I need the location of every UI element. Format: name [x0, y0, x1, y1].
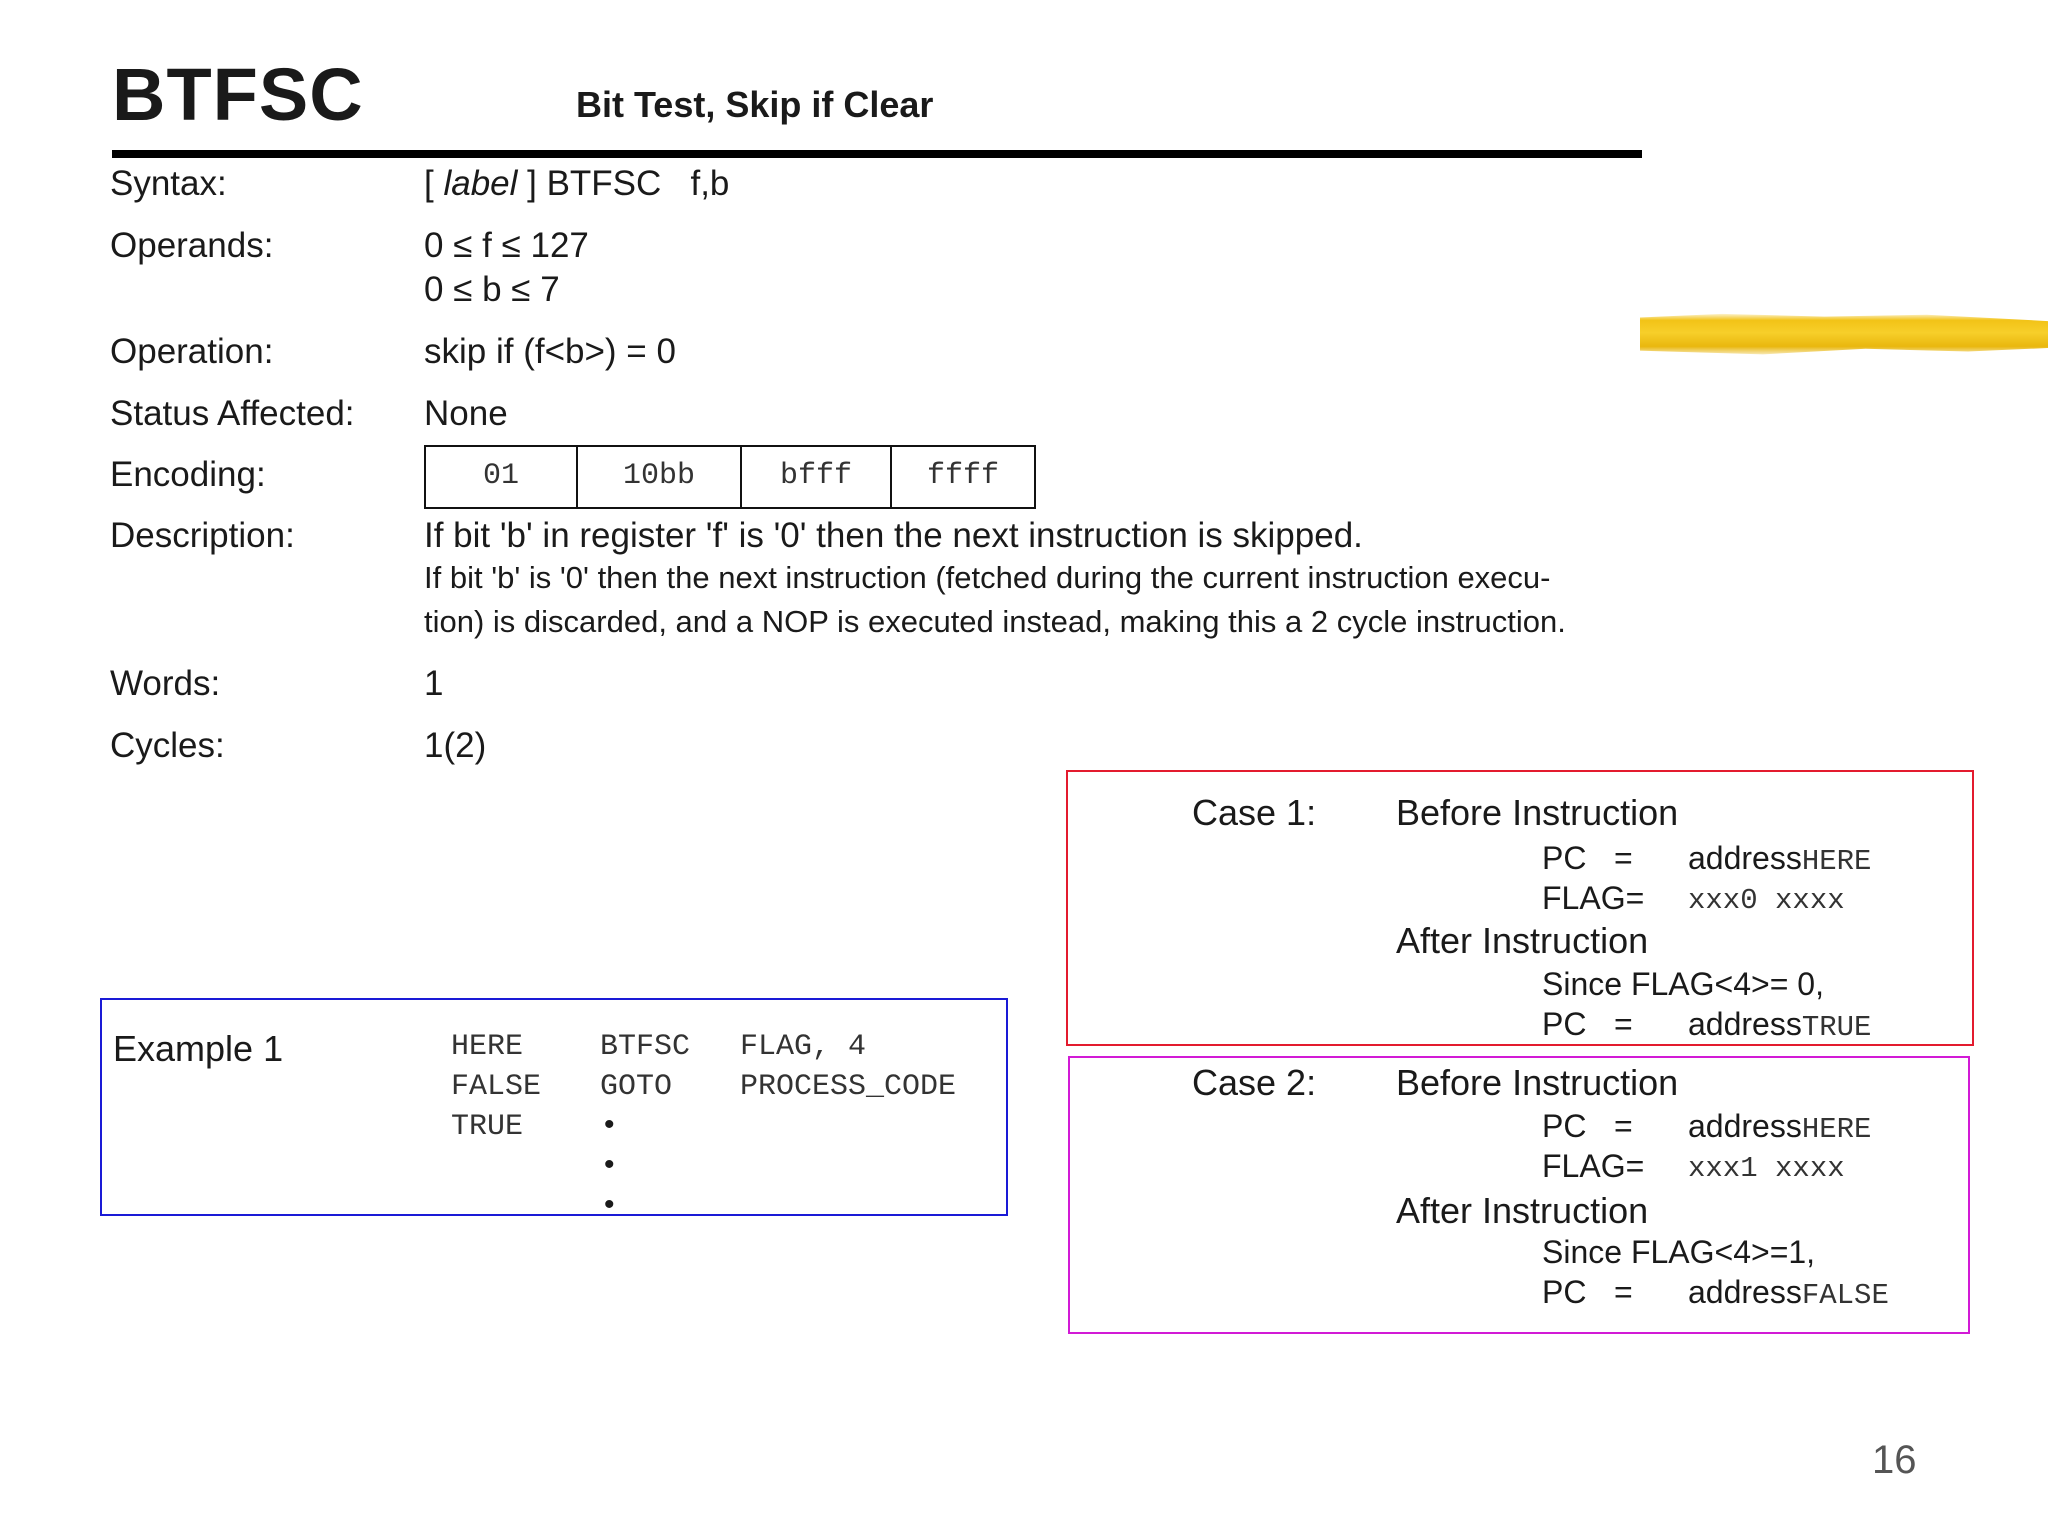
address-prefix: address: [1688, 1274, 1802, 1310]
operation-label: Operation:: [110, 332, 274, 371]
case-2-pc-after: addressFALSE: [1688, 1274, 1889, 1312]
encoding-cell: 01: [426, 447, 578, 507]
case-2-after: After Instruction: [1396, 1190, 1649, 1231]
case-2-since: Since FLAG<4>=1,: [1542, 1234, 1816, 1270]
code-operands: FLAG, 4: [740, 1030, 867, 1064]
words-value: 1: [424, 664, 444, 703]
page-number: 16: [1872, 1438, 1917, 1482]
encoding-table: 01 10bb bfff ffff: [424, 445, 1036, 509]
ellipsis-bullet: •: [604, 1148, 615, 1181]
case-1-pc-eq: =: [1614, 840, 1633, 876]
ellipsis-bullet: •: [604, 1108, 615, 1141]
cycles-label: Cycles:: [110, 726, 225, 765]
address-label: TRUE: [1801, 1011, 1872, 1044]
address-label: HERE: [1801, 1113, 1872, 1146]
ellipsis-bullet: •: [604, 1188, 615, 1221]
status-label: Status Affected:: [110, 394, 355, 433]
operand-f: 0 ≤ f ≤ 127: [424, 226, 589, 265]
case-1-box: [1066, 770, 1974, 1046]
description-line-3: tion) is discarded, and a NOP is execute…: [424, 604, 1566, 639]
case-2-pc-eq-after: =: [1614, 1274, 1633, 1310]
description-line-2: If bit 'b' is '0' then the next instruct…: [424, 560, 1551, 595]
code-opcode: GOTO: [600, 1070, 673, 1104]
case-2-flag-value: xxx1 xxxx: [1688, 1152, 1845, 1185]
case-1-pc-after: addressTRUE: [1688, 1006, 1871, 1044]
syntax-value: [ label ] BTFSC f,b: [424, 164, 729, 204]
encoding-label: Encoding:: [110, 455, 266, 494]
words-label: Words:: [110, 664, 221, 703]
syntax-open: [: [424, 164, 444, 203]
case-1-before: Before Instruction: [1396, 792, 1679, 833]
code-label: FALSE: [451, 1070, 542, 1104]
case-1-after: After Instruction: [1396, 920, 1649, 961]
address-prefix: address: [1688, 840, 1802, 876]
case-2-pc-label-after: PC: [1542, 1274, 1587, 1310]
operand-b: 0 ≤ b ≤ 7: [424, 270, 560, 309]
case-2-pc-label: PC: [1542, 1108, 1587, 1144]
address-prefix: address: [1688, 1108, 1802, 1144]
operation-value: skip if (f<b>) = 0: [424, 332, 676, 371]
case-1-pc-before: addressHERE: [1688, 840, 1871, 878]
syntax-label-word: label: [443, 164, 518, 203]
case-2-before: Before Instruction: [1396, 1062, 1679, 1103]
case-1-pc-label-after: PC: [1542, 1006, 1587, 1042]
highlighter-stroke: [1640, 313, 2048, 355]
code-opcode: BTFSC: [600, 1030, 691, 1064]
encoding-cell: bfff: [742, 447, 892, 507]
case-2-box: [1068, 1056, 1970, 1334]
case-1-pc-eq-after: =: [1614, 1006, 1633, 1042]
address-label: HERE: [1801, 845, 1872, 878]
encoding-cell: ffff: [926, 459, 999, 493]
address-label: FALSE: [1801, 1279, 1889, 1312]
instruction-description: Bit Test, Skip if Clear: [576, 84, 934, 125]
title-divider: [112, 150, 1642, 158]
case-2-flag-label: FLAG=: [1542, 1148, 1645, 1184]
description-main: If bit 'b' in register 'f' is '0' then t…: [424, 516, 1363, 555]
cycles-value: 1(2): [424, 726, 487, 765]
code-operands: PROCESS_CODE: [740, 1070, 957, 1104]
instruction-mnemonic: BTFSC: [112, 53, 364, 136]
syntax-label: Syntax:: [110, 164, 227, 203]
case-2-pc-eq: =: [1614, 1108, 1633, 1144]
encoding-cell: 10bb: [578, 447, 742, 507]
syntax-rest: ] BTFSC f,b: [517, 164, 730, 203]
address-prefix: address: [1688, 1006, 1802, 1042]
case-1-flag-label: FLAG=: [1542, 880, 1645, 916]
operands-label: Operands:: [110, 226, 274, 265]
example-title: Example 1: [113, 1028, 284, 1069]
case-1-title: Case 1:: [1192, 792, 1317, 833]
case-1-flag-value: xxx0 xxxx: [1688, 884, 1845, 917]
case-2-title: Case 2:: [1192, 1062, 1317, 1103]
description-label: Description:: [110, 516, 295, 555]
status-value: None: [424, 394, 508, 433]
case-1-pc-label: PC: [1542, 840, 1587, 876]
code-label: HERE: [451, 1030, 524, 1064]
case-1-since: Since FLAG<4>= 0,: [1542, 966, 1824, 1002]
example-box: [100, 998, 1008, 1216]
code-label: TRUE: [451, 1110, 524, 1144]
case-2-pc-before: addressHERE: [1688, 1108, 1871, 1146]
